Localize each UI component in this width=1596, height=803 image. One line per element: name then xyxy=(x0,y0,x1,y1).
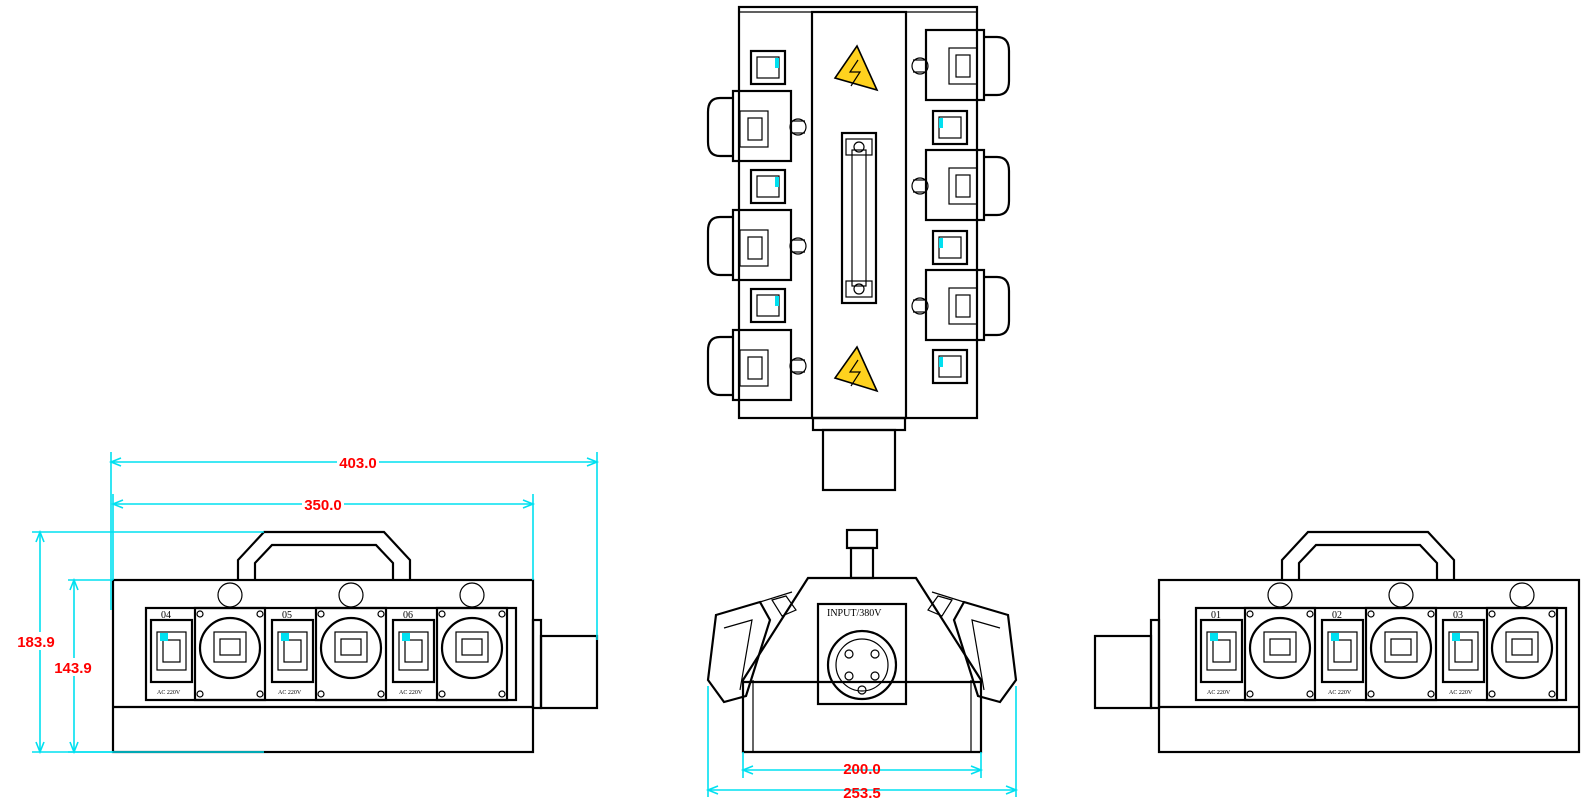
dimension-base-width: 200.0 xyxy=(843,761,881,778)
dimension-body-height: 143.9 xyxy=(54,660,92,677)
circuit-breaker-icon xyxy=(1320,618,1365,684)
circuit-breaker-icon xyxy=(749,168,787,205)
channel-label: 01 xyxy=(1211,610,1221,621)
channel-label: 03 xyxy=(1453,610,1463,621)
socket-icon xyxy=(927,591,1018,704)
side-view: INPUT/380V xyxy=(706,528,1018,754)
channel-label: 05 xyxy=(282,610,292,621)
socket-icon xyxy=(1364,582,1438,702)
dimension-overall-depth: 253.5 xyxy=(843,785,881,802)
channel-rating: AC 220V xyxy=(278,690,302,696)
socket-icon xyxy=(911,268,1011,342)
top-view xyxy=(706,5,1011,492)
socket-icon xyxy=(1485,582,1559,702)
circuit-breaker-icon xyxy=(270,618,315,684)
socket-icon xyxy=(911,28,1011,102)
socket-icon xyxy=(1243,582,1317,702)
socket-icon xyxy=(314,582,388,702)
channel-label: 02 xyxy=(1332,610,1342,621)
socket-icon xyxy=(193,582,267,702)
channel-rating: AC 220V xyxy=(1449,690,1473,696)
channel-rating: AC 220V xyxy=(399,690,423,696)
socket-icon xyxy=(706,89,807,163)
circuit-breaker-icon xyxy=(1441,618,1486,684)
high-voltage-warning-icon xyxy=(833,44,879,92)
left-front-view: 04 05 06 AC 220V AC 220V AC 220V xyxy=(111,530,599,754)
circuit-breaker-icon xyxy=(149,618,194,684)
circuit-breaker-icon xyxy=(931,348,969,385)
circuit-breaker-icon xyxy=(1199,618,1244,684)
channel-rating: AC 220V xyxy=(1328,690,1352,696)
socket-icon xyxy=(706,591,797,704)
dimension-lines xyxy=(32,452,1019,797)
input-label: INPUT/380V xyxy=(827,608,882,619)
dimension-overall-height: 183.9 xyxy=(17,634,55,651)
socket-icon xyxy=(706,208,807,282)
dimension-overall-width: 403.0 xyxy=(339,455,377,472)
circuit-breaker-icon xyxy=(749,49,787,86)
high-voltage-warning-icon xyxy=(833,345,879,393)
socket-icon xyxy=(706,328,807,402)
socket-icon xyxy=(435,582,509,702)
channel-rating: AC 220V xyxy=(157,690,181,696)
channel-label: 06 xyxy=(403,610,413,621)
socket-icon xyxy=(911,148,1011,222)
channel-label: 04 xyxy=(161,610,171,621)
circuit-breaker-icon xyxy=(391,618,436,684)
right-front-view: 01 02 03 AC 220V AC 220V AC 220V xyxy=(1093,530,1581,754)
channel-rating: AC 220V xyxy=(1207,690,1231,696)
dimension-body-width: 350.0 xyxy=(304,497,342,514)
circuit-breaker-icon xyxy=(749,287,787,324)
circuit-breaker-icon xyxy=(931,109,969,146)
circuit-breaker-icon xyxy=(931,229,969,266)
